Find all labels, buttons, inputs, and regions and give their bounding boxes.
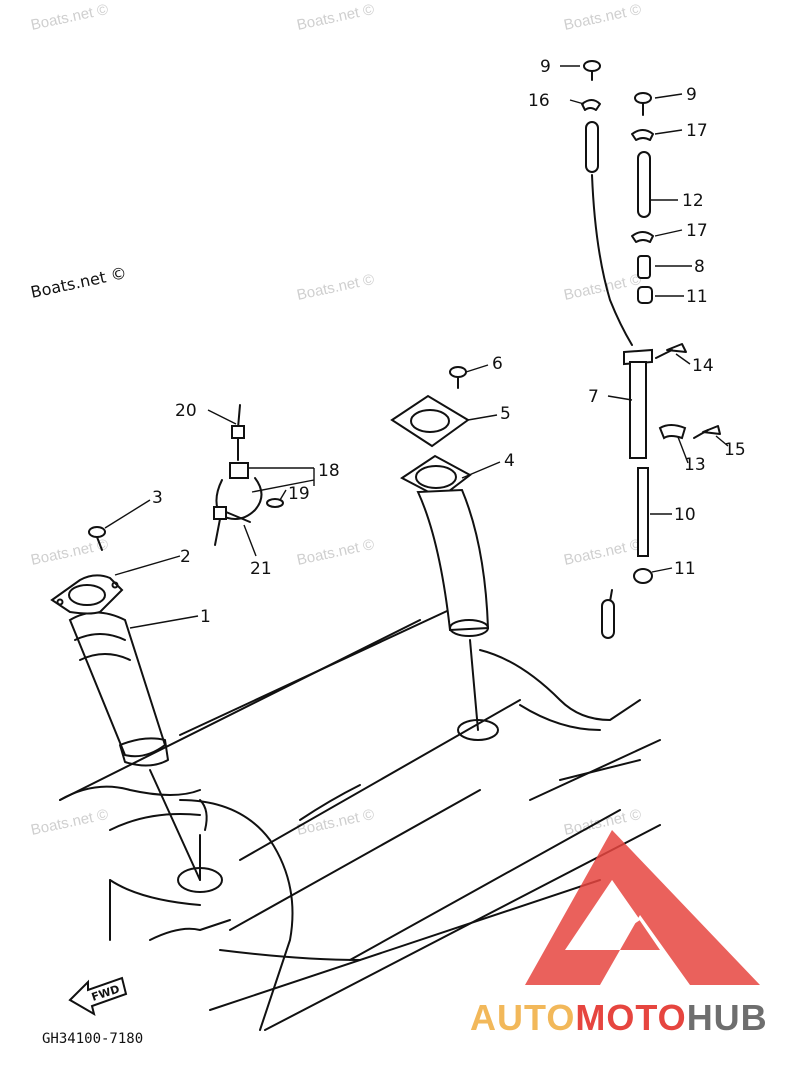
- watermark: Boats.net ©: [29, 806, 109, 839]
- callout-2: 2: [180, 547, 191, 567]
- callout-11: 11: [686, 287, 708, 307]
- callout-12: 12: [682, 191, 704, 211]
- watermark: Boats.net ©: [295, 1, 375, 34]
- callout-labels: 1 2 3 4 5 6 7 8 9 9 10 11 11 12 13 14 15…: [152, 57, 746, 627]
- callout-7: 7: [588, 387, 599, 407]
- part-vent-elbow: [400, 454, 490, 731]
- callout-11: 11: [674, 559, 696, 579]
- callout-9: 9: [540, 57, 551, 77]
- hull-outline: [59, 604, 661, 1031]
- brand-hub: HUB: [687, 997, 768, 1038]
- brand-text: AUTOMOTOHUB: [470, 997, 768, 1038]
- callout-20: 20: [175, 401, 197, 421]
- callout-13: 13: [684, 455, 706, 475]
- watermark: Boats.net ©: [562, 536, 642, 569]
- part-gasket: [390, 394, 470, 448]
- callout-14: 14: [692, 356, 714, 376]
- part-screw-6: [449, 366, 467, 389]
- watermark: Boats.net ©: [295, 536, 375, 569]
- logo-triangle-icon: [525, 830, 760, 985]
- callout-9: 9: [686, 85, 697, 105]
- callout-4: 4: [504, 451, 515, 471]
- callout-17: 17: [686, 121, 708, 141]
- watermark: Boats.net ©: [29, 1, 109, 34]
- watermark: Boats.net ©: [562, 271, 642, 304]
- logo-inner-shape: [612, 880, 640, 930]
- callout-15: 15: [724, 440, 746, 460]
- part-clamp-set: [213, 404, 284, 546]
- brand-auto: AUTO: [470, 997, 575, 1038]
- watermark: Boats.net ©: [562, 806, 642, 839]
- part-filler-tube: [68, 611, 201, 881]
- watermark: Boats.net ©: [29, 263, 128, 302]
- callout-17: 17: [686, 221, 708, 241]
- brand-logo: AUTOMOTOHUB: [470, 830, 768, 1038]
- part-screw-3: [88, 526, 106, 551]
- callout-8: 8: [694, 257, 705, 277]
- callout-18: 18: [318, 461, 340, 481]
- callout-1: 1: [200, 607, 211, 627]
- watermark: Boats.net ©: [295, 271, 375, 304]
- callout-16: 16: [528, 91, 550, 111]
- callout-21: 21: [250, 559, 272, 579]
- callout-3: 3: [152, 488, 163, 508]
- leader-lines: [104, 65, 729, 629]
- fwd-arrow: FWD: [68, 976, 128, 1017]
- watermark: Boats.net ©: [562, 1, 642, 34]
- callout-10: 10: [674, 505, 696, 525]
- diagram-code: GH34100-7180: [42, 1031, 143, 1047]
- brand-moto: MOTO: [575, 997, 686, 1038]
- callout-6: 6: [492, 354, 503, 374]
- part-filler-flange: [50, 574, 124, 615]
- callout-5: 5: [500, 404, 511, 424]
- part-hose-line: [581, 60, 721, 639]
- callout-19: 19: [288, 484, 310, 504]
